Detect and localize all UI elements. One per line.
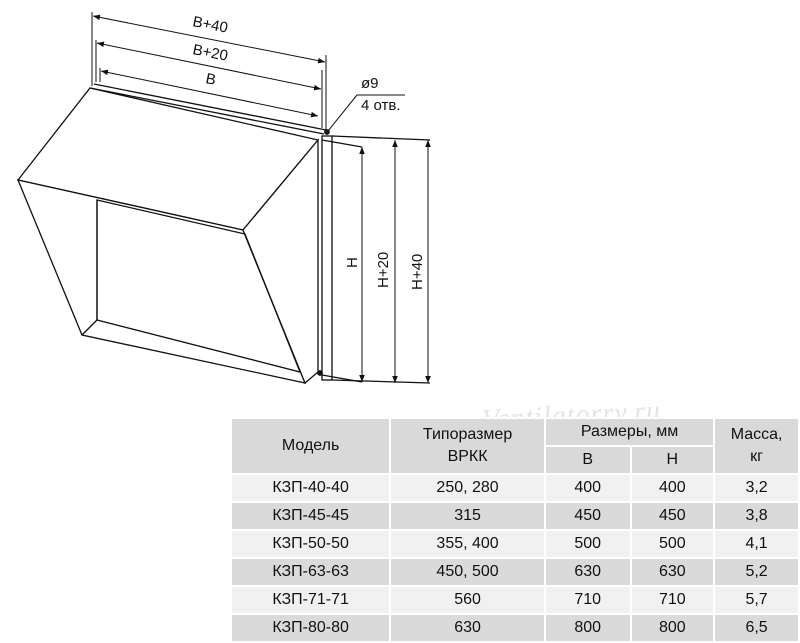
table-row: КЗП-80-80 630 800 800 6,5 xyxy=(229,613,800,643)
cell-mass: 3,2 xyxy=(713,473,800,503)
cell-size: 560 xyxy=(389,585,546,615)
cell-b: 630 xyxy=(543,557,632,587)
cell-model: КЗП-50-50 xyxy=(229,529,392,559)
cell-mass: 4,1 xyxy=(713,529,800,559)
cell-mass: 3,8 xyxy=(713,501,800,531)
dim-width-inner: B xyxy=(204,70,217,89)
header-h: H xyxy=(629,445,716,475)
table-row: КЗП-63-63 450, 500 630 630 5,2 xyxy=(229,557,800,587)
cell-h: 800 xyxy=(629,613,716,643)
dim-height-outer: H+40 xyxy=(409,254,426,290)
cell-h: 630 xyxy=(629,557,716,587)
hole-callout xyxy=(327,94,405,132)
cell-size: 250, 280 xyxy=(389,473,546,503)
cell-size: 315 xyxy=(389,501,546,531)
cell-b: 500 xyxy=(543,529,632,559)
cell-h: 400 xyxy=(629,473,716,503)
cell-size: 355, 400 xyxy=(389,529,546,559)
technical-drawing: B+40 B+20 B ø9 4 отв. H H+20 H+40 xyxy=(16,12,431,385)
table-row: КЗП-45-45 315 450 450 3,8 xyxy=(229,501,800,531)
table-row: КЗП-40-40 250, 280 400 400 3,2 xyxy=(229,473,800,503)
hole-count-label: 4 отв. xyxy=(361,97,401,114)
cell-model: КЗП-71-71 xyxy=(229,585,392,615)
height-dimensions xyxy=(359,140,431,383)
header-model: Модель xyxy=(229,417,392,475)
cell-model: КЗП-63-63 xyxy=(229,557,392,587)
dim-height-mid: H+20 xyxy=(375,252,392,288)
header-dimensions: Размеры, мм xyxy=(543,417,716,447)
spec-table: Модель Типоразмер ВРКК Размеры, мм Масса… xyxy=(229,417,800,643)
table-row: КЗП-71-71 560 710 710 5,7 xyxy=(229,585,800,615)
cell-b: 450 xyxy=(543,501,632,531)
header-size-type: Типоразмер ВРКК xyxy=(389,417,546,475)
cell-h: 450 xyxy=(629,501,716,531)
cell-model: КЗП-45-45 xyxy=(229,501,392,531)
dim-width-mid: B+20 xyxy=(191,41,229,64)
hole-diameter-label: ø9 xyxy=(361,75,379,92)
table-header-row: Модель Типоразмер ВРКК Размеры, мм Масса… xyxy=(229,417,800,475)
cell-h: 500 xyxy=(629,529,716,559)
cell-mass: 6,5 xyxy=(713,613,800,643)
hood-body xyxy=(16,87,320,385)
dim-height-inner: H xyxy=(344,257,361,268)
cell-b: 800 xyxy=(543,613,632,643)
width-dimensions xyxy=(91,12,327,132)
cell-model: КЗП-40-40 xyxy=(229,473,392,503)
header-mass: Масса, кг xyxy=(713,417,800,475)
cell-b: 710 xyxy=(543,585,632,615)
cell-h: 710 xyxy=(629,585,716,615)
table-row: КЗП-50-50 355, 400 500 500 4,1 xyxy=(229,529,800,559)
cell-size: 630 xyxy=(389,613,546,643)
dim-width-outer: B+40 xyxy=(191,13,229,36)
cell-size: 450, 500 xyxy=(389,557,546,587)
cell-model: КЗП-80-80 xyxy=(229,613,392,643)
cell-mass: 5,2 xyxy=(713,557,800,587)
cell-b: 400 xyxy=(543,473,632,503)
header-b: B xyxy=(543,445,632,475)
table-subheader-row: B H xyxy=(231,445,799,475)
cell-mass: 5,7 xyxy=(713,585,800,615)
